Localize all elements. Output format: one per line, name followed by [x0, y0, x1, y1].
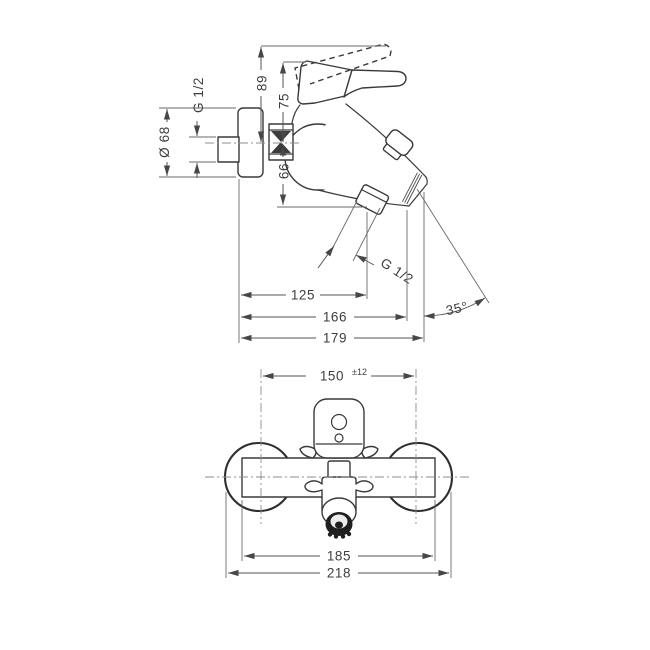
wall-escutcheon-side [237, 107, 264, 178]
front-view-dimensions: 150 ±12 185 218 [225, 367, 452, 581]
handle-dot-large [330, 413, 348, 431]
dim-label-hose-thread: G 1/2 [378, 255, 416, 287]
dim-label-overall-width: 218 [327, 566, 351, 581]
handle-raised-dashed [294, 43, 392, 90]
handle-dot-small [334, 433, 344, 443]
spout-end-cap [408, 174, 428, 207]
aerator-center [335, 521, 343, 529]
side-view: Ø 68 G 1/2 89 75 66 [157, 43, 490, 346]
dim-label-centers-tolerance: ±12 [352, 367, 367, 377]
spout-housing-front [304, 476, 374, 515]
front-view: 150 ±12 185 218 [205, 367, 472, 581]
dim-label-reach-total: 179 [323, 331, 347, 346]
aerator-notches [327, 531, 352, 539]
dim-label-drop-outlet: 66 [277, 163, 292, 179]
spout-fill [316, 104, 428, 206]
body-wing-right [361, 445, 379, 459]
diverter-knob [382, 129, 414, 161]
dim-label-height-handle: 75 [277, 93, 292, 109]
dim-label-escutcheon-diameter: Ø 68 [157, 126, 172, 158]
dim-label-centers: 150 [320, 369, 344, 384]
dim-label-reach-hose: 125 [291, 288, 315, 303]
handle-lever [343, 69, 407, 98]
handle-front [313, 398, 365, 459]
dim-label-spout-angle: 35° [444, 299, 469, 318]
body-neck-line [291, 104, 301, 124]
dim-label-body-width: 185 [327, 549, 351, 564]
aerator-hatch [402, 172, 423, 205]
inlet-stub-pipe [217, 136, 240, 163]
body-wing-left [299, 445, 317, 459]
dim-label-inlet-thread: G 1/2 [191, 77, 206, 113]
dim-label-height-open: 89 [255, 75, 270, 91]
dim-label-reach-spout: 166 [323, 310, 347, 325]
